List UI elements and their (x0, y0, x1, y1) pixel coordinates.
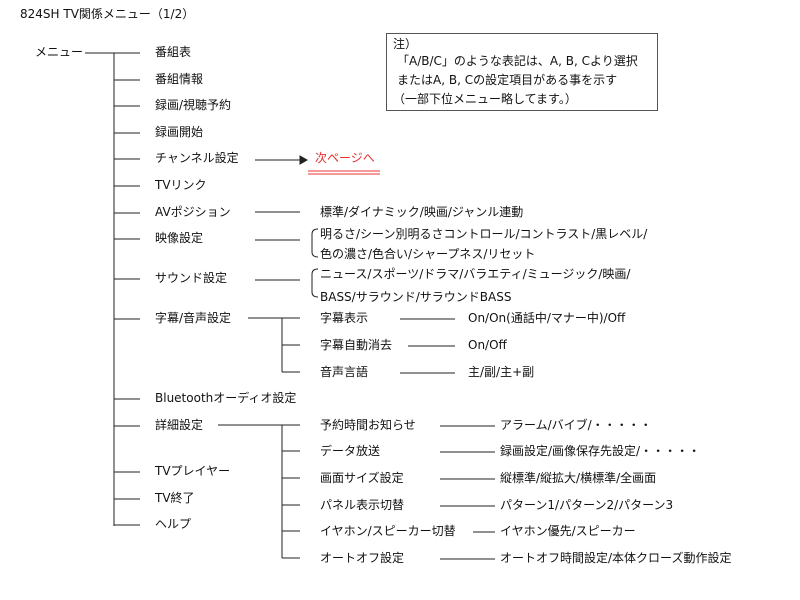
page-title: 824SH TV関係メニュー（1/2） (20, 7, 195, 21)
menu-item: 映像設定 (155, 231, 204, 245)
sub-value: アラーム/バイブ/・・・・・ (500, 418, 652, 432)
menu-item: TVリンク (155, 178, 207, 192)
menu-item: TV終了 (155, 491, 195, 505)
sub-item: 画面サイズ設定 (320, 471, 404, 485)
video-options: 色の濃さ/色合い/シャープネス/リセット (320, 247, 536, 261)
menu-item: TVプレイヤー (155, 464, 231, 478)
video-options: 明るさ/シーン別明るさコントロール/コントラスト/黒レベル/ (320, 227, 648, 241)
menu-item: 字幕/音声設定 (155, 311, 232, 325)
sub-item: イヤホン/スピーカー切替 (320, 524, 456, 538)
next-page-link[interactable]: 次ページへ (315, 151, 375, 165)
sub-value: 主/副/主+副 (468, 365, 535, 379)
menu-item: サウンド設定 (155, 271, 228, 285)
sub-value: On/On(通話中/マナー中)/Off (468, 311, 626, 325)
menu-item: 録画開始 (155, 125, 204, 139)
arrow-icon (299, 155, 309, 165)
sub-value: 縦標準/縦拡大/横標準/全画面 (500, 471, 657, 485)
sub-item: 音声言語 (320, 365, 369, 379)
sub-value: オートオフ時間設定/本体クローズ動作設定 (500, 551, 732, 565)
sub-value: パターン1/パターン2/パターン3 (500, 498, 674, 512)
sub-value: On/Off (468, 338, 507, 352)
menu-item: 録画/視聴予約 (155, 98, 232, 112)
note-line: 「A/B/C」のような表記は、A, B, Cより選択 (397, 54, 638, 68)
sub-item: オートオフ設定 (320, 551, 405, 565)
av-options: 標準/ダイナミック/映画/ジャンル連動 (320, 205, 524, 219)
menu-item: 番組表 (155, 45, 192, 59)
sub-item: 字幕表示 (320, 311, 369, 325)
sub-item: パネル表示切替 (320, 498, 405, 512)
sub-item: データ放送 (320, 444, 381, 458)
sub-item: 予約時間お知らせ (320, 418, 416, 432)
sub-value: 録画設定/画像保存先設定/・・・・・ (500, 444, 701, 458)
note-box: 注） 「A/B/C」のような表記は、A, B, Cより選択 またはA, B, C… (386, 33, 658, 111)
menu-item: AVポジション (155, 205, 231, 219)
note-line: （一部下位メニュー略してます。） (393, 92, 577, 106)
sub-value: イヤホン優先/スピーカー (500, 524, 636, 538)
sound-options: ニュース/スポーツ/ドラマ/バラエティ/ミュージック/映画/ (320, 267, 631, 281)
menu-item: チャンネル設定 (155, 151, 239, 165)
sound-options: BASS/サラウンド/サラウンドBASS (320, 290, 512, 304)
note-heading: 注） (393, 37, 418, 51)
menu-item: 詳細設定 (155, 418, 204, 432)
root-menu: メニュー (35, 45, 84, 59)
sub-item: 字幕自動消去 (320, 338, 393, 352)
menu-item: 番組情報 (155, 72, 204, 86)
menu-item: Bluetoothオーディオ設定 (155, 391, 297, 405)
menu-item: ヘルプ (155, 517, 192, 531)
note-line: またはA, B, Cの設定項目がある事を示す (397, 73, 618, 87)
